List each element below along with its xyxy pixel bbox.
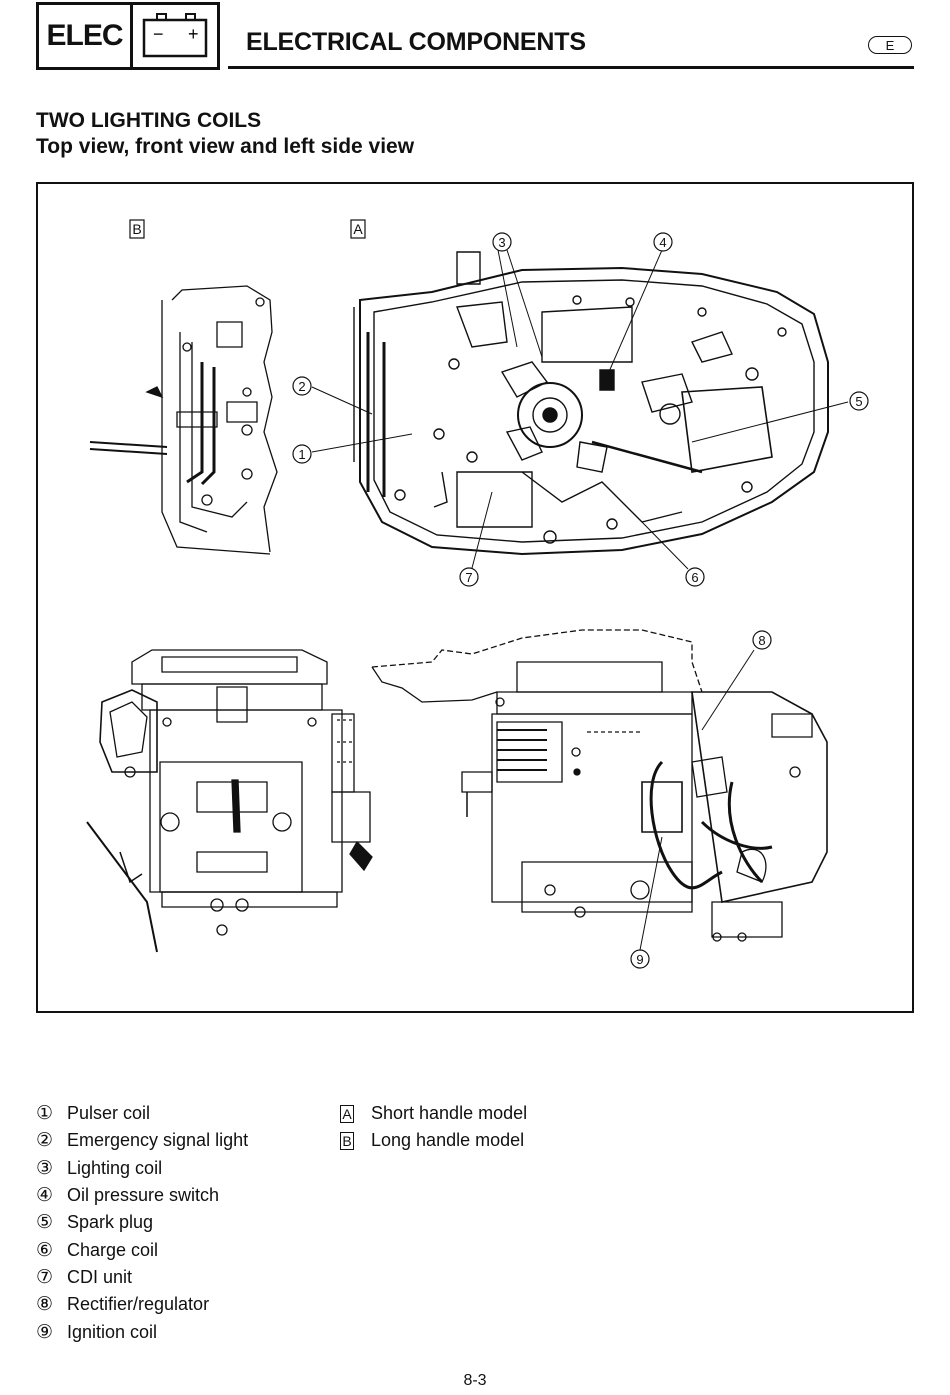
svg-text:8: 8 (758, 633, 765, 648)
callout-3: 3 (492, 232, 512, 252)
svg-text:2: 2 (298, 379, 305, 394)
legend-item: A Short handle model (340, 1100, 527, 1127)
legend-item: ② Emergency signal light (36, 1127, 248, 1154)
legend-mark: B (340, 1131, 354, 1150)
section-tab-label: ELEC (39, 5, 133, 67)
legend-label: Ignition coil (67, 1321, 158, 1342)
legend-label: Pulser coil (67, 1103, 151, 1124)
section-title: TWO LIGHTING COILS (36, 109, 262, 132)
legend-mark: ② (36, 1130, 54, 1152)
legend-label: Short handle model (371, 1103, 528, 1124)
legend-mark: ⑨ (36, 1321, 54, 1343)
legend-item: B Long handle model (340, 1127, 527, 1154)
legend-mark: ③ (36, 1157, 54, 1179)
callout-7: 7 (459, 567, 479, 587)
svg-text:4: 4 (659, 235, 666, 250)
legend-label: Emergency signal light (67, 1130, 249, 1151)
legend-mark: ⑥ (36, 1239, 54, 1261)
component-legend: ① Pulser coil ② Emergency signal light ③… (36, 1100, 248, 1346)
legend-item: ④ Oil pressure switch (36, 1182, 248, 1209)
callout-9: 9 (630, 949, 650, 969)
battery-minus-sign: − (153, 24, 164, 44)
view-label-b: B (129, 219, 145, 239)
front-view (86, 649, 373, 953)
legend-item: ⑤ Spark plug (36, 1209, 248, 1236)
svg-text:5: 5 (855, 394, 862, 409)
language-badge: E (868, 36, 912, 54)
legend-item: ⑨ Ignition coil (36, 1318, 248, 1345)
view-label-a: A (350, 219, 366, 239)
legend-label: Lighting coil (67, 1157, 163, 1178)
page-number: 8-3 (463, 1372, 487, 1389)
legend-mark: A (340, 1104, 354, 1123)
legend-item: ⑧ Rectifier/regulator (36, 1291, 248, 1318)
callout-1: 1 (292, 444, 312, 464)
legend-label: Long handle model (371, 1130, 525, 1151)
legend-item: ⑦ CDI unit (36, 1264, 248, 1291)
legend-label: Charge coil (67, 1239, 159, 1260)
svg-text:A: A (353, 221, 363, 237)
section-heading: TWO LIGHTING COILS Top view, front view … (36, 108, 414, 160)
svg-text:3: 3 (498, 235, 505, 250)
model-legend: A Short handle model B Long handle model (340, 1100, 527, 1155)
legend-item: ⑥ Charge coil (36, 1236, 248, 1263)
short-handle-top-view (353, 251, 829, 556)
svg-text:1: 1 (298, 447, 305, 462)
header-divider (228, 66, 914, 69)
long-handle-top-view (89, 285, 278, 555)
callout-5: 5 (849, 391, 869, 411)
legend-label: Oil pressure switch (67, 1185, 220, 1206)
svg-text:6: 6 (691, 570, 698, 585)
legend-mark: ⑧ (36, 1294, 54, 1316)
legend-label: Rectifier/regulator (67, 1294, 210, 1315)
legend-item: ① Pulser coil (36, 1100, 248, 1127)
legend-label: Spark plug (67, 1212, 154, 1233)
left-side-view (371, 629, 828, 942)
callout-6: 6 (685, 567, 705, 587)
page-title: ELECTRICAL COMPONENTS (246, 28, 586, 56)
section-subtitle: Top view, front view and left side view (36, 135, 415, 158)
legend-mark-box: A (340, 1103, 371, 1125)
svg-text:B: B (132, 221, 141, 237)
legend-mark: ① (36, 1103, 54, 1125)
callout-8: 8 (752, 630, 772, 650)
legend-mark: ⑤ (36, 1212, 54, 1234)
svg-text:7: 7 (465, 570, 472, 585)
leader-lines (311, 249, 849, 951)
legend-mark-box: B (340, 1130, 371, 1152)
legend-label: CDI unit (67, 1266, 133, 1287)
svg-text:9: 9 (636, 952, 643, 967)
legend-mark: ④ (36, 1185, 54, 1207)
callout-4: 4 (653, 232, 673, 252)
callout-2: 2 (292, 376, 312, 396)
electrical-components-figure: B A (36, 182, 914, 1013)
section-tab: ELEC − + (36, 2, 220, 70)
legend-mark: ⑦ (36, 1266, 54, 1288)
battery-icon: − + (133, 5, 217, 67)
battery-plus-sign: + (188, 24, 199, 44)
legend-item: ③ Lighting coil (36, 1155, 248, 1182)
